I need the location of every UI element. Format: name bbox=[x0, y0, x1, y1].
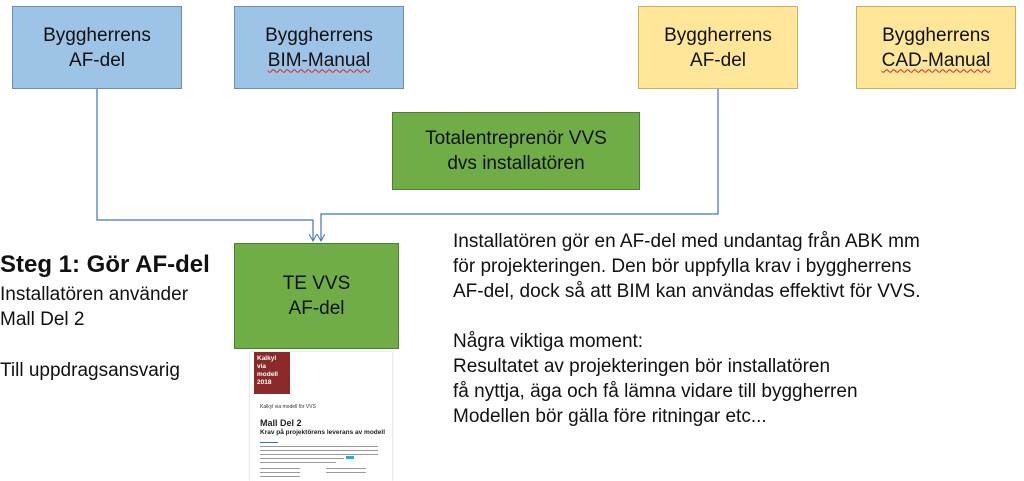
client-af-line2: AF-del bbox=[69, 49, 125, 71]
step-line3: Till uppdragsansvarig bbox=[0, 360, 180, 381]
doc-highlight bbox=[346, 456, 354, 459]
client-af-2-box: Byggherrens AF-del bbox=[638, 6, 798, 89]
document-thumbnail: Kalkyl via modell 2018 Kalkyl via modell… bbox=[250, 352, 392, 481]
step-line1: Installatören använder bbox=[0, 284, 189, 305]
doc-line bbox=[260, 450, 378, 451]
doc-line bbox=[260, 462, 336, 463]
contractor-line2: dvs installatören bbox=[447, 153, 585, 174]
client-bim-line2: BIM-Manual bbox=[267, 49, 371, 71]
client-af-line1: Byggherrens bbox=[43, 24, 151, 46]
te-vvs-line1: TE VVS bbox=[282, 273, 351, 294]
document-header: Kalkyl via modell för VVS bbox=[260, 404, 316, 410]
description-line: för projekteringen. Den bör uppfylla kra… bbox=[453, 256, 912, 277]
doc-line bbox=[326, 468, 366, 469]
doc-line bbox=[260, 468, 300, 469]
client-bim-line1: Byggherrens bbox=[265, 24, 373, 46]
description-line: Modellen bör gälla före ritningar etc... bbox=[453, 406, 767, 427]
doc-line bbox=[260, 458, 344, 459]
doc-line bbox=[260, 442, 278, 443]
doc-line bbox=[260, 454, 378, 455]
description: Installatören gör en AF-del med undantag… bbox=[453, 229, 921, 429]
description-line: AF-del, dock så att BIM kan användas eff… bbox=[453, 281, 921, 302]
client-af-2-line1: Byggherrens bbox=[664, 24, 772, 46]
client-cad-line1: Byggherrens bbox=[882, 24, 990, 46]
description-line: få nyttja, äga och få lämna vidare till … bbox=[453, 381, 858, 402]
client-af-2-line2: AF-del bbox=[690, 49, 746, 71]
description-line: Installatören gör en AF-del med undantag… bbox=[453, 231, 920, 252]
connector-left bbox=[96, 89, 313, 241]
document-title: Mall Del 2 bbox=[260, 418, 302, 428]
te-vvs-line2: AF-del bbox=[288, 298, 345, 319]
client-cad-box: Byggherrens CAD-Manual bbox=[856, 6, 1016, 89]
contractor-box: Totalentreprenör VVS dvs installatören bbox=[392, 112, 640, 190]
document-subtitle: Krav på projektörens leverans av modell bbox=[260, 429, 385, 436]
doc-line bbox=[260, 472, 300, 473]
description-line: Resultatet av projekteringen bör install… bbox=[453, 356, 831, 377]
doc-line bbox=[326, 472, 366, 473]
step-title: Steg 1: Gör AF-del bbox=[0, 251, 210, 278]
te-vvs-box: TE VVS AF-del bbox=[234, 243, 399, 349]
connector-right bbox=[321, 89, 719, 241]
doc-line bbox=[260, 446, 378, 447]
contractor-line1: Totalentreprenör VVS bbox=[425, 128, 607, 149]
client-af-box: Byggherrens AF-del bbox=[12, 6, 182, 89]
document-badge: Kalkyl via modell 2018 bbox=[254, 352, 290, 394]
client-bim-box: Byggherrens BIM-Manual bbox=[234, 6, 404, 89]
doc-line bbox=[260, 476, 300, 477]
client-cad-line2: CAD-Manual bbox=[881, 49, 991, 71]
description-line: Några viktiga moment: bbox=[453, 331, 644, 352]
step-line2: Mall Del 2 bbox=[0, 309, 85, 330]
